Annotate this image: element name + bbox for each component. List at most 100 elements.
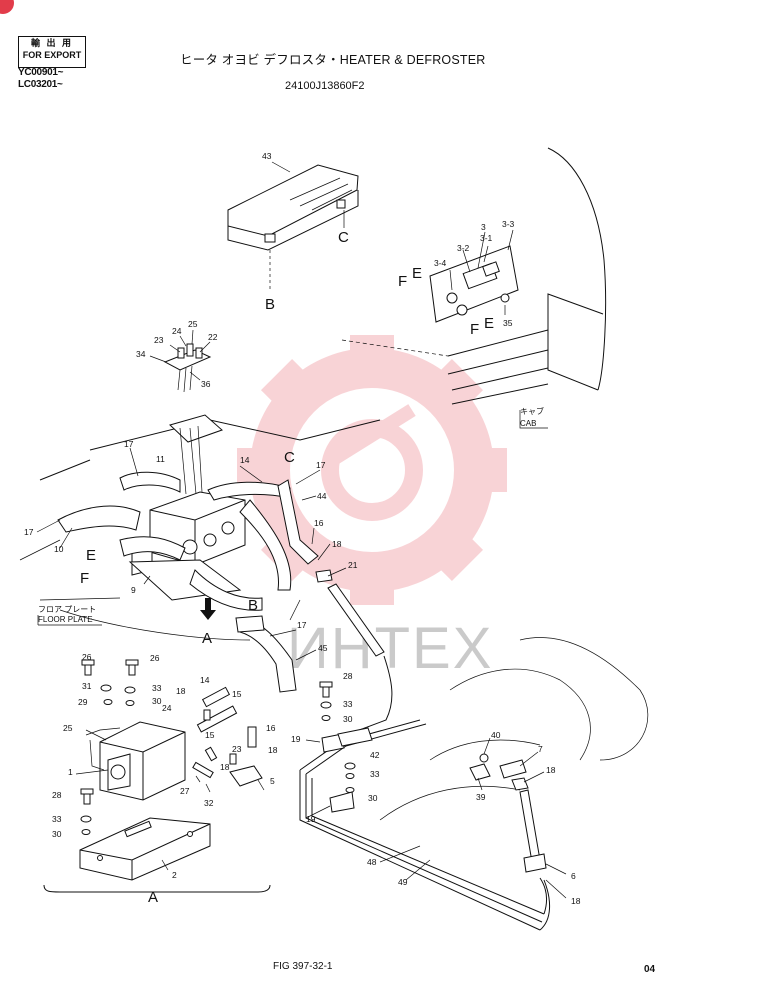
callout-40: 40	[491, 730, 501, 740]
corner-badge	[0, 0, 14, 14]
callout-48: 48	[367, 857, 377, 867]
callout-6: 6	[571, 871, 576, 881]
callout-16a: 16	[314, 518, 324, 528]
leader-lines	[36, 161, 567, 899]
floor-plate-label-jp: フロア プレート	[38, 605, 96, 614]
cab-label-en: CAB	[520, 419, 536, 428]
callout-33a: 33	[152, 683, 162, 693]
serial-range-2: LC03201~	[18, 79, 63, 90]
callout-42: 42	[370, 750, 380, 760]
callout-44: 44	[317, 491, 327, 501]
export-stamp-en: FOR EXPORT	[22, 50, 82, 60]
watermark-gear-logo	[237, 335, 507, 605]
floor-plate-underline	[37, 615, 102, 626]
callout-17d: 17	[297, 620, 307, 630]
callout-18e: 18	[546, 765, 556, 775]
export-stamp: 輸 出 用 FOR EXPORT	[18, 36, 86, 68]
ref-letter-f-mid: F	[470, 321, 479, 338]
callout-26a: 26	[82, 652, 92, 662]
callout-16b: 16	[266, 723, 276, 733]
callout-18d: 18	[220, 762, 230, 772]
export-stamp-jp: 輸 出 用	[30, 38, 73, 48]
callout-33b: 33	[52, 814, 62, 824]
callout-35: 35	[503, 318, 513, 328]
callout-3-3: 3-3	[502, 219, 515, 229]
callout-18b: 18	[176, 686, 186, 696]
callout-28a: 28	[52, 790, 62, 800]
callout-23: 23	[154, 335, 164, 345]
callout-29: 29	[78, 697, 88, 707]
callout-3-1: 3-1	[480, 233, 493, 243]
callout-18c: 18	[268, 745, 278, 755]
callout-7: 7	[538, 744, 543, 754]
callout-24: 24	[172, 326, 182, 336]
callout-15a: 15	[232, 689, 242, 699]
hose-clip	[315, 569, 333, 583]
callout-14a: 14	[240, 455, 250, 465]
ref-letter-e-left: E	[86, 547, 96, 564]
ref-letter-a-arrow: A	[202, 630, 212, 647]
callout-49: 49	[398, 877, 408, 887]
callout-17a: 17	[124, 439, 134, 449]
callout-25b: 25	[63, 723, 73, 733]
callout-3: 3	[481, 222, 486, 232]
callout-15b: 15	[205, 730, 215, 740]
ref-letter-f-top: F	[398, 273, 407, 290]
ref-letter-f-left: F	[80, 570, 89, 587]
callout-21: 21	[348, 560, 358, 570]
callout-25: 25	[188, 319, 198, 329]
callout-3-4: 3-4	[434, 258, 447, 268]
callout-11: 11	[156, 454, 165, 464]
floor-plate-label-en: FLOOR PLATE	[38, 615, 93, 624]
callout-22: 22	[208, 332, 218, 342]
callout-43: 43	[262, 151, 272, 161]
callout-30d: 30	[368, 793, 378, 803]
figure-number: FIG 397-32-1	[273, 961, 333, 972]
ref-letter-e-mid: E	[484, 315, 494, 332]
callout-30b: 30	[52, 829, 62, 839]
callout-30a: 30	[152, 696, 162, 706]
cab-label-jp: キャブ	[520, 406, 544, 416]
serial-range-1: YC00901~	[18, 67, 64, 78]
callout-9: 9	[131, 585, 136, 595]
callout-3-2: 3-2	[457, 243, 470, 253]
callout-30c: 30	[343, 714, 353, 724]
callout-45: 45	[318, 643, 328, 653]
control-panel	[429, 245, 519, 323]
ref-letter-b-mid: B	[248, 597, 258, 614]
heater-pipes	[299, 655, 550, 931]
view-arrow-a	[200, 598, 216, 620]
callout-34: 34	[136, 349, 146, 359]
callout-1: 1	[68, 767, 73, 777]
callout-33c: 33	[343, 699, 353, 709]
callout-39: 39	[476, 792, 486, 802]
heater-hoses	[57, 471, 319, 693]
callout-17c: 17	[24, 527, 34, 537]
callout-26b: 26	[150, 653, 160, 663]
engine-outline	[379, 637, 649, 821]
heater-assembly-exploded	[79, 721, 211, 881]
callout-32: 32	[204, 798, 214, 808]
callout-2: 2	[172, 870, 177, 880]
ref-letter-c-top: C	[338, 229, 349, 246]
callout-31: 31	[82, 681, 92, 691]
defroster-duct	[227, 164, 359, 251]
callout-14b: 14	[200, 675, 210, 685]
page-title: ヒータ オヨビ デフロスタ・HEATER & DEFROSTER	[180, 53, 486, 67]
callout-19a: 19	[291, 734, 301, 744]
group-a-bracket	[43, 884, 271, 893]
cab-outline	[341, 147, 607, 429]
callout-28b: 28	[343, 671, 353, 681]
watermark-text: ИНТЕX	[287, 616, 493, 681]
callout-18f: 18	[571, 896, 581, 906]
part-number: 24100J13860F2	[285, 80, 365, 92]
callout-24b: 24	[162, 703, 172, 713]
reference-letters: C B F E E F C E F B A A	[80, 229, 494, 906]
floor-plate-edge	[19, 539, 251, 641]
callout-19b: 19	[306, 814, 316, 824]
callout-labels: 43 3 3-3 3-1 3-2 3-4 35 23 24 25 22 34 3…	[24, 151, 581, 906]
callout-5: 5	[270, 776, 275, 786]
fasteners	[80, 659, 356, 835]
ref-letter-c-hose: C	[284, 449, 295, 466]
